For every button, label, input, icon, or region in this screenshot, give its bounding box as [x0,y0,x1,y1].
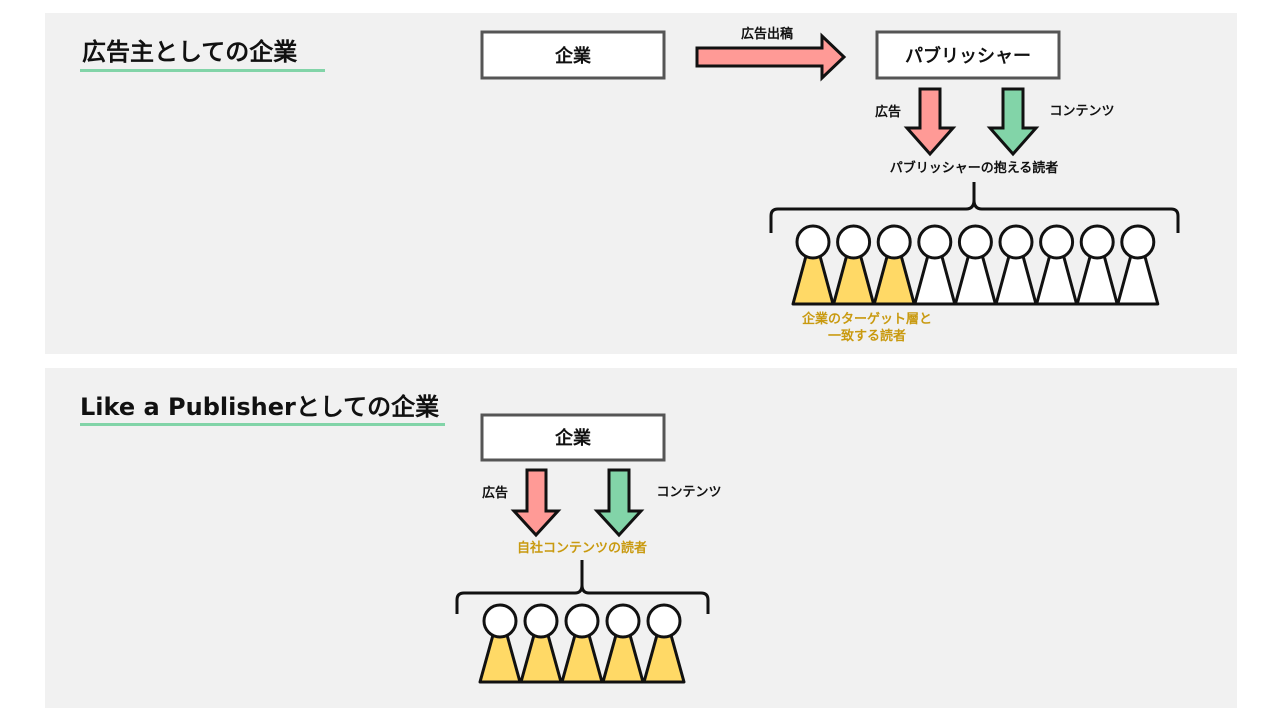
target-reader-figure [832,224,876,306]
ad-placement-label: 広告出稿 [741,26,793,42]
publisher-box [875,30,1061,80]
reader-head [646,603,682,639]
target-note-line2: 一致する読者 [828,328,906,344]
reader-body [953,254,997,306]
section2-company-label: 企業 [554,427,592,449]
section2-company-box [480,413,666,462]
reader-head [1039,224,1075,260]
publisher-label: パブリッシャー [905,45,1031,67]
reader-head [998,224,1034,260]
reader-body [1116,254,1160,306]
section2-ad-label: 広告 [482,485,508,501]
section1-content-label: コンテンツ [1049,104,1114,119]
target-reader-figure [519,603,563,684]
reader-body [642,633,686,684]
reader-figure [953,224,997,306]
section1-company-box [480,30,666,80]
section2-ad-arrow [510,468,562,538]
section2-content-label: コンテンツ [656,485,721,500]
reader-body [601,633,645,684]
reader-figure [994,224,1038,306]
reader-head [605,603,641,639]
target-reader-figure [560,603,604,684]
reader-head [482,603,518,639]
target-reader-figure [478,603,522,684]
reader-body [913,254,957,306]
section1-content-arrow [986,87,1040,157]
reader-head [1079,224,1115,260]
section1-title-underline [80,69,325,72]
section2-title-underline [80,423,445,426]
target-note-line1: 企業のターゲット層と [801,311,932,327]
reader-head [876,224,912,260]
target-reader-figure [791,224,835,306]
target-reader-figure [601,603,645,684]
ad-placement-arrow [695,32,847,82]
reader-head [836,224,872,260]
reader-body [994,254,1038,306]
section1-diagram: 企業 広告出稿 パブリッシャー 広告 コンテンツ パブリッシャーの抱える読者 企… [480,26,1180,344]
reader-head [564,603,600,639]
section1-title: 広告主としての企業 [82,38,298,66]
section1-company-label: 企業 [554,45,592,67]
reader-head [957,224,993,260]
reader-body [478,633,522,684]
reader-body [872,254,916,306]
section2-reader-group [478,603,686,684]
reader-head [523,603,559,639]
reader-figure [913,224,957,306]
reader-head [917,224,953,260]
reader-body [1035,254,1079,306]
section1-readers-label: パブリッシャーの抱える読者 [890,160,1059,176]
reader-head [1120,224,1156,260]
reader-body [519,633,563,684]
reader-body [832,254,876,306]
reader-body [791,254,835,306]
target-reader-figure [872,224,916,306]
section2-title: Like a Publisherとしての企業 [80,393,440,421]
section1-ad-label: 広告 [875,104,901,120]
section1-ad-arrow [903,87,957,157]
reader-head [795,224,831,260]
section1-brace [769,182,1180,233]
reader-figure [1075,224,1119,306]
section2-diagram: 企業 広告 コンテンツ 自社コンテンツの読者 [455,413,722,684]
section2-readers-label: 自社コンテンツの読者 [517,540,647,556]
reader-body [560,633,604,684]
section2-content-arrow [593,468,645,538]
reader-figure [1116,224,1160,306]
section2-brace [455,560,710,614]
target-reader-figure [642,603,686,684]
reader-figure [1035,224,1079,306]
reader-body [1075,254,1119,306]
section1-reader-group [791,224,1160,306]
